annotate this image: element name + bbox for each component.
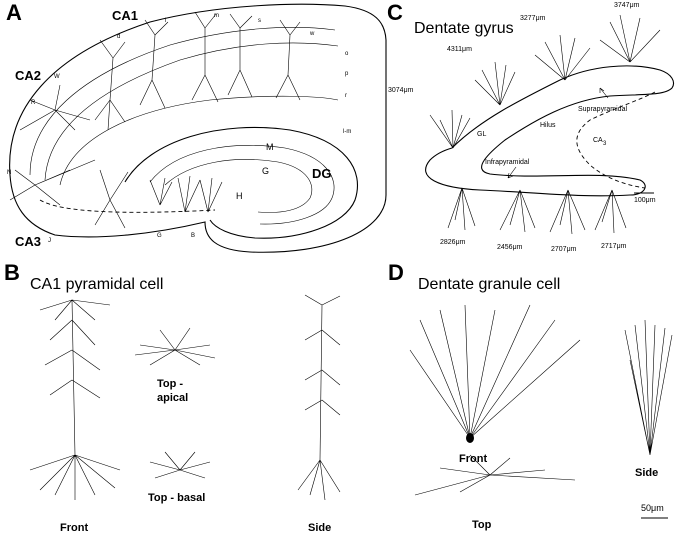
granule-cell-front <box>409 304 581 439</box>
view-label-top-apical-2: apical <box>157 392 188 404</box>
infrapyramidal-arrow <box>507 166 517 179</box>
dentate-gyrus-outer <box>124 126 359 239</box>
mossy-fiber-path <box>39 199 216 213</box>
panel-c-title: Dentate gyrus <box>414 20 514 37</box>
panel-d: D Dentate granule cell Front Top Side 50… <box>388 260 673 531</box>
ca3-pyramidal-cells <box>9 84 129 229</box>
layer-label: B <box>191 233 195 239</box>
gl-label: GL <box>477 131 486 138</box>
length-label: 2826μm <box>440 239 466 246</box>
panel-c-letter: C <box>387 0 403 25</box>
dg-granule-cells <box>149 175 223 213</box>
suprapyramidal-label: Suprapyramidal <box>578 106 627 113</box>
view-label-front-b: Front <box>60 522 88 533</box>
layer-label: l <box>165 18 166 24</box>
dentate-hilus <box>164 159 313 213</box>
panel-b: B CA1 pyramidal cell Front Top - apical … <box>4 260 341 533</box>
layer-label: o <box>345 51 349 57</box>
granule-cell-soma <box>466 433 474 443</box>
ca1-cell-top-basal <box>149 451 211 479</box>
hippocampal-fissure <box>59 95 339 186</box>
bottom-granule-cells <box>447 187 627 235</box>
hilus-label: Hilus <box>540 122 556 129</box>
view-label-top-apical: Top - <box>157 378 183 390</box>
ca1-cell-front <box>29 299 121 500</box>
layer-label: N <box>7 170 11 176</box>
view-label-top-d: Top <box>472 519 492 531</box>
layer-label: d <box>117 34 120 40</box>
layer-label: r <box>345 93 347 99</box>
ca1-pyramidal-cells <box>94 11 301 131</box>
length-label: 3277μm <box>520 15 546 22</box>
pyramidal-layer-outer <box>29 27 336 176</box>
layer-label: w <box>309 31 315 37</box>
layer-label: G <box>157 233 162 239</box>
infrapyramidal-label: Infrapyramidal <box>485 159 530 166</box>
view-label-top-basal: Top - basal <box>148 492 205 504</box>
panel-a-letter: A <box>6 0 22 25</box>
granule-layer-outline <box>425 65 675 197</box>
layer-label: p <box>345 71 349 77</box>
panel-b-letter: B <box>4 260 20 285</box>
length-label: 2717μm <box>601 243 627 250</box>
layer-label: W <box>54 74 60 80</box>
layer-label: m <box>214 13 219 19</box>
layer-label: H <box>236 191 243 201</box>
layer-label: R <box>31 100 36 106</box>
length-label: 2456μm <box>497 244 523 251</box>
region-dg-label: DG <box>312 166 332 181</box>
layer-label: J <box>48 238 51 244</box>
dentate-granule-layer <box>149 145 335 225</box>
ca1-cell-top-apical <box>134 327 216 366</box>
ca1-cell-side <box>297 294 341 501</box>
hippocampus-outline <box>9 3 387 253</box>
region-ca2-label: CA2 <box>15 68 41 83</box>
panel-a: A CA1 CA2 <box>6 0 387 253</box>
layer-label: s <box>258 18 261 24</box>
view-label-front-d: Front <box>459 453 487 465</box>
length-label: 3747μm <box>614 2 640 9</box>
ca3-label: CA <box>593 137 603 144</box>
view-label-side-d: Side <box>635 467 658 479</box>
suprapyramidal-arrow <box>599 87 609 99</box>
panel-c: C Dentate gyrus 3074μm 4311μm 3277μm 374… <box>387 0 675 253</box>
panel-d-title: Dentate granule cell <box>418 276 560 293</box>
length-label: 3074μm <box>388 87 414 94</box>
scale-label-c: 100μm <box>634 197 656 204</box>
granule-cell-top <box>414 454 576 496</box>
layer-label: M <box>266 142 274 152</box>
granule-cell-side <box>624 319 673 456</box>
length-label: 4311μm <box>447 46 472 53</box>
layer-label: l-m <box>343 129 351 135</box>
ca3-boundary <box>576 91 656 189</box>
length-label: 2707μm <box>551 246 577 253</box>
view-label-side-b: Side <box>308 522 331 533</box>
region-ca3-label: CA3 <box>15 234 41 249</box>
region-ca1-label: CA1 <box>112 8 138 23</box>
scale-label-d: 50μm <box>641 503 664 513</box>
pyramidal-layer-inner <box>44 42 339 181</box>
panel-b-title: CA1 pyramidal cell <box>30 276 163 293</box>
layer-label: G <box>262 166 269 176</box>
top-granule-cells <box>429 14 661 149</box>
ca3-subscript: 3 <box>603 141 607 147</box>
panel-d-letter: D <box>388 260 404 285</box>
